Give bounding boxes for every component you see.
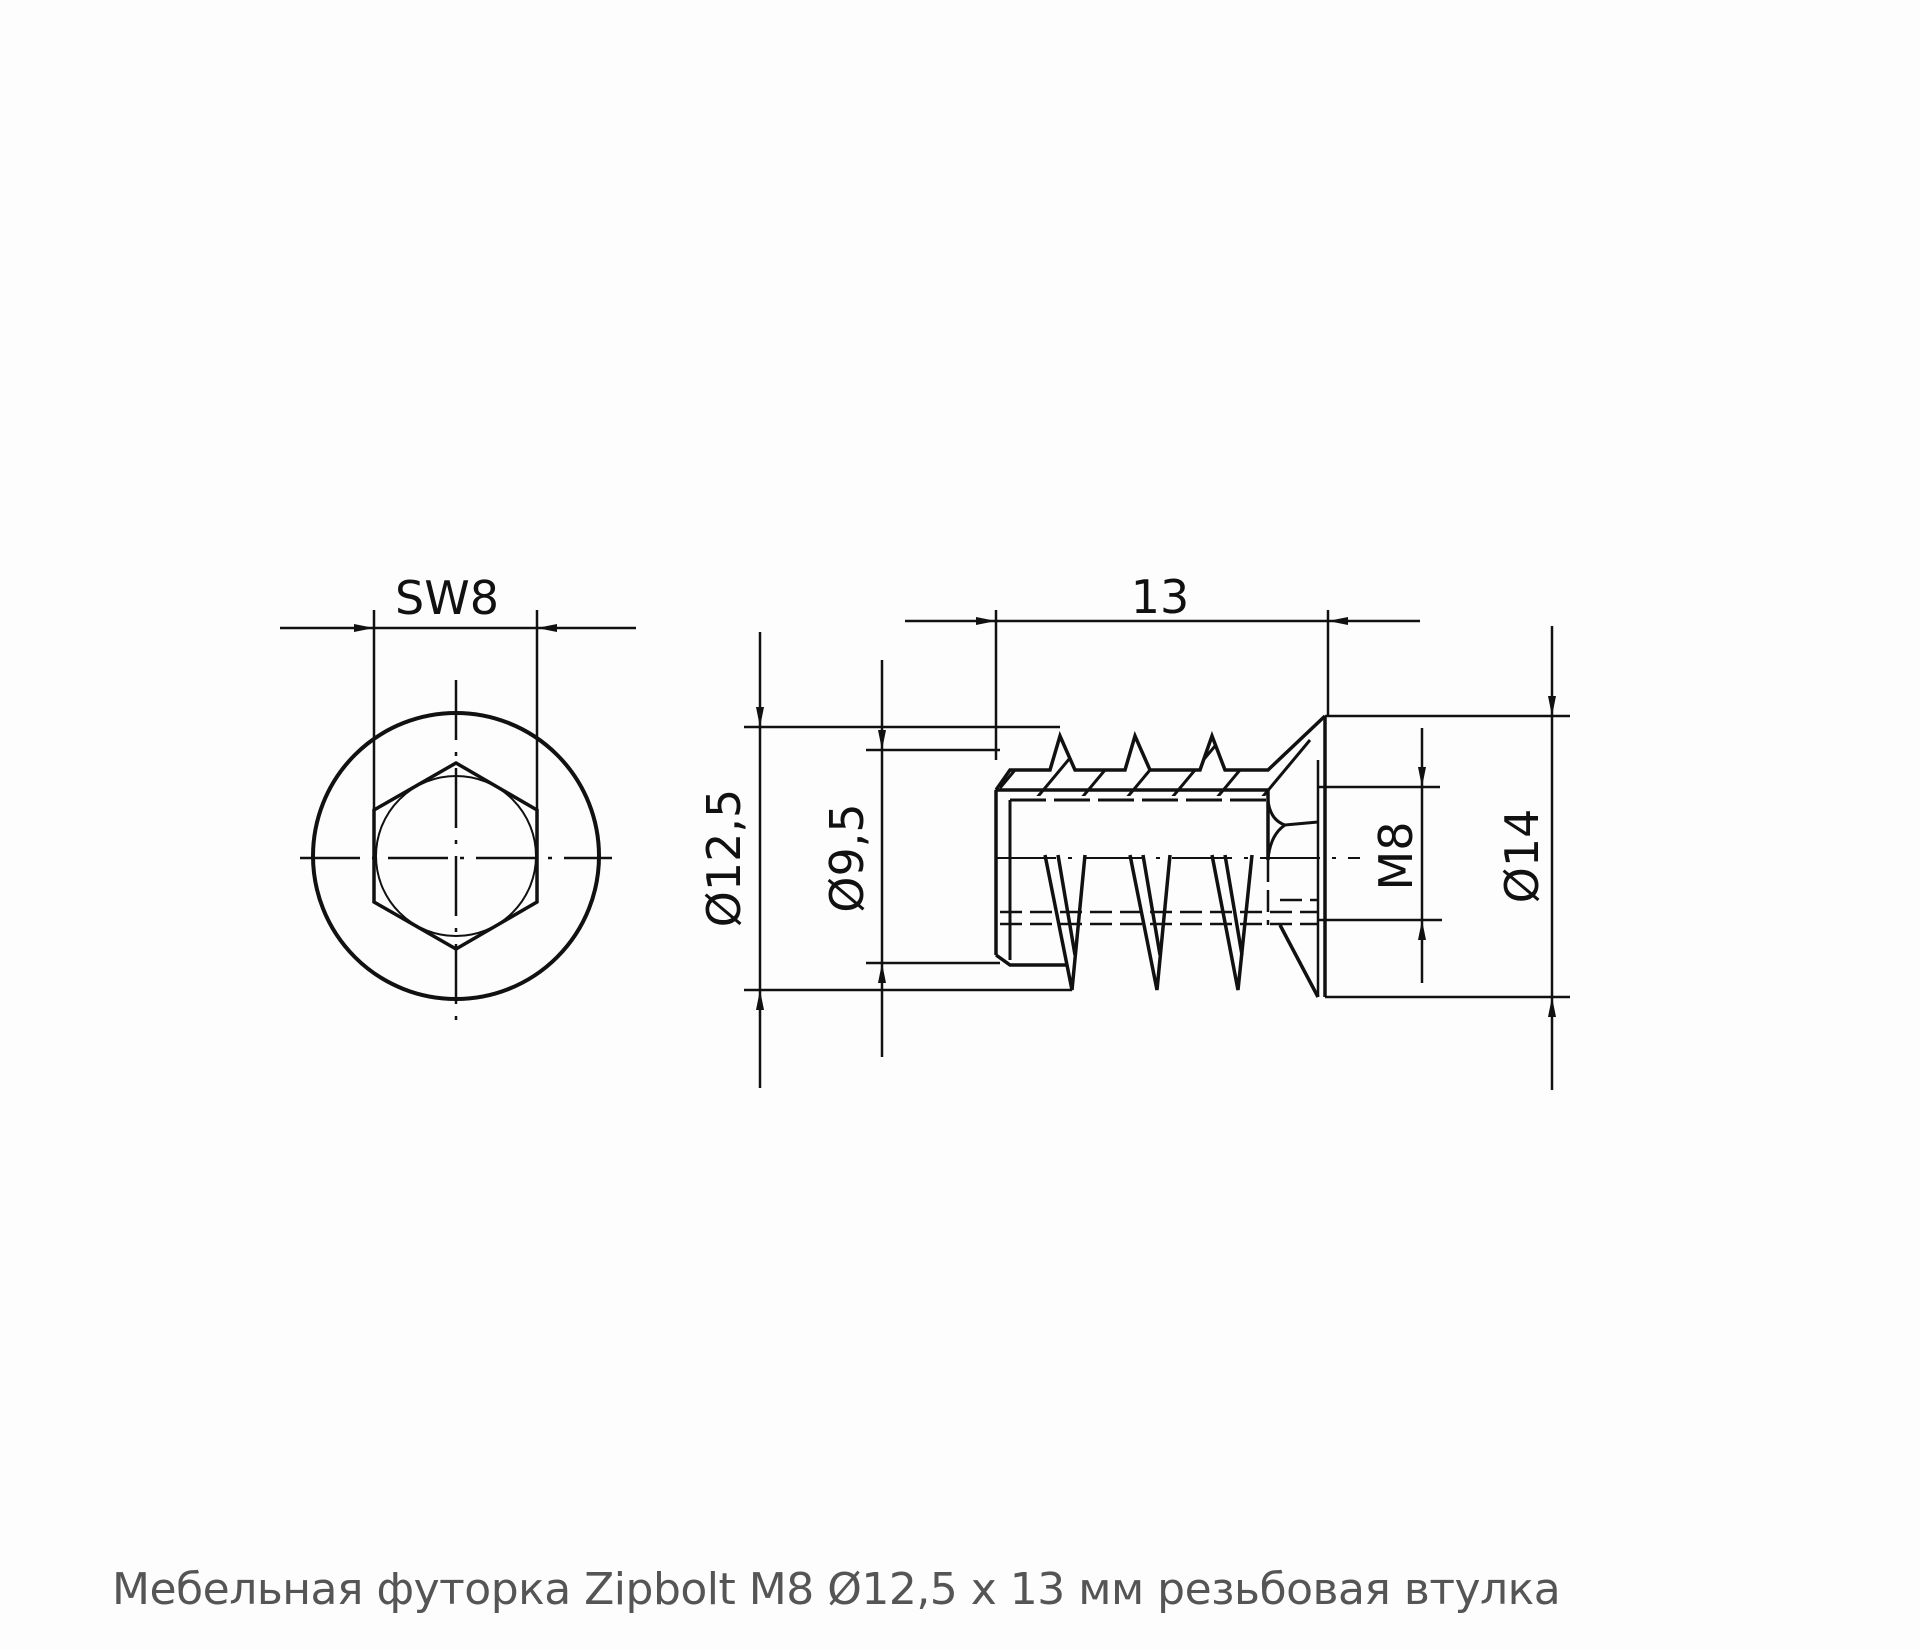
dim-label-outer-diameter: Ø12,5 <box>697 789 751 928</box>
product-caption: Мебельная футорка Zipbolt M8 Ø12,5 x 13 … <box>112 1564 1561 1615</box>
dim-label-core-diameter: Ø9,5 <box>820 803 874 912</box>
dim-label-inner-thread: M8 <box>1369 822 1423 891</box>
side-view <box>744 610 1570 1090</box>
end-view <box>280 610 636 1030</box>
dim-label-sw8: SW8 <box>395 571 499 625</box>
dim-label-flange-diameter: Ø14 <box>1495 809 1549 904</box>
dim-label-length: 13 <box>1131 570 1190 624</box>
